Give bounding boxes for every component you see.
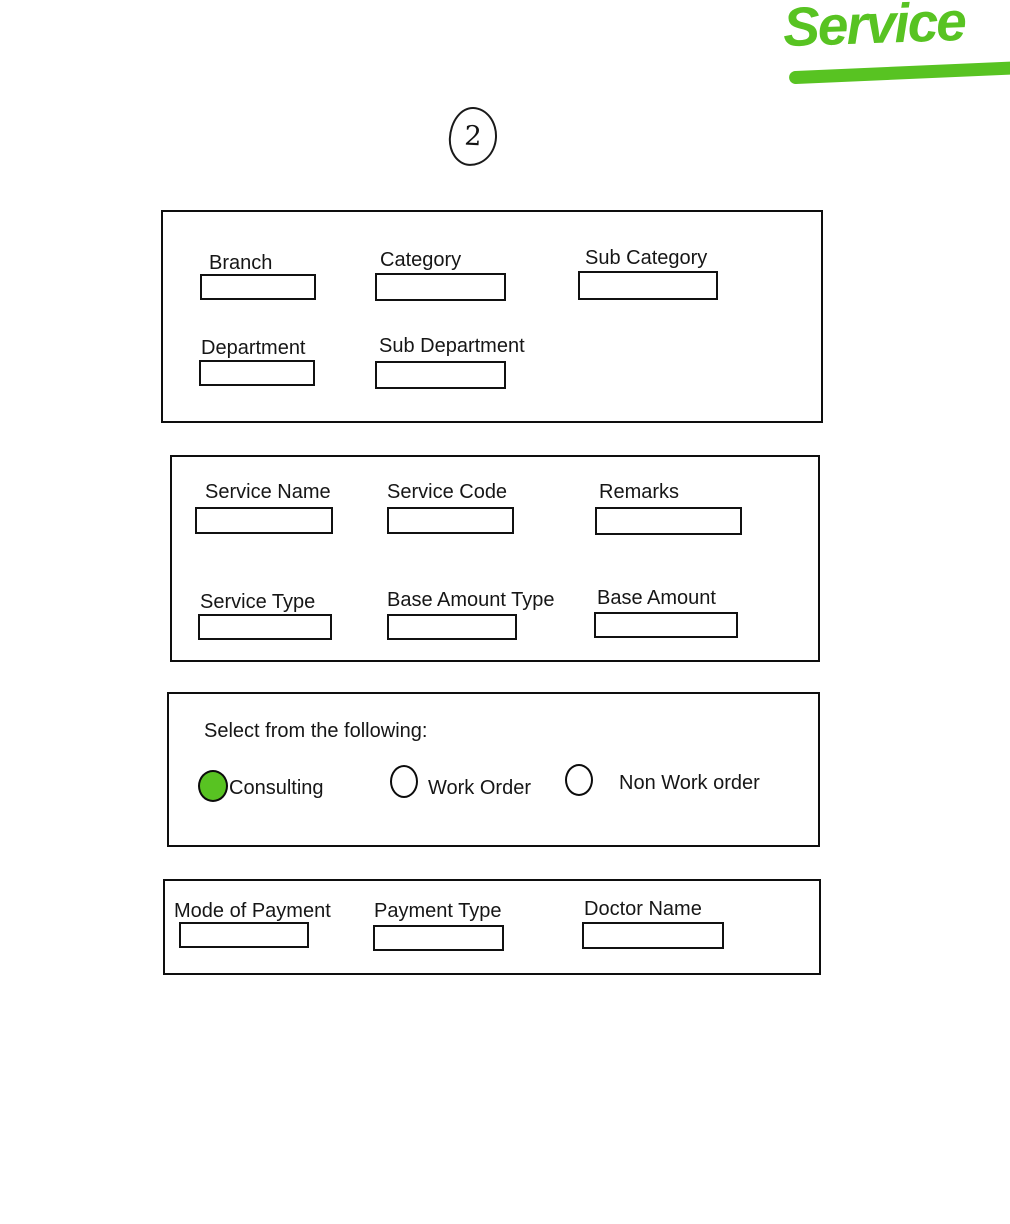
sub-category-input[interactable] [578, 271, 718, 300]
branch-input[interactable] [200, 274, 316, 300]
service-name-label: Service Name [205, 481, 331, 503]
sub-department-label: Sub Department [379, 335, 525, 357]
service-code-input[interactable] [387, 507, 514, 534]
base-amount-label: Base Amount [597, 587, 716, 609]
sub-category-label: Sub Category [585, 247, 708, 269]
page-number-badge: 2 [447, 105, 499, 168]
section-service-kind: Select from the following: Consulting Wo… [167, 692, 820, 847]
sub-department-input[interactable] [375, 361, 506, 389]
service-name-input[interactable] [195, 507, 333, 534]
department-label: Department [201, 337, 306, 359]
service-type-input[interactable] [198, 614, 332, 640]
radio-non-work-order-label: Non Work order [619, 772, 760, 794]
remarks-label: Remarks [599, 481, 680, 503]
radio-work-order[interactable] [390, 765, 418, 798]
branch-label: Branch [209, 252, 273, 274]
doctor-name-input[interactable] [582, 922, 724, 949]
base-amount-type-input[interactable] [387, 614, 517, 640]
section-service-details: Service Name Service Code Remarks Servic… [170, 455, 820, 662]
radio-consulting[interactable] [198, 770, 228, 802]
mode-of-payment-input[interactable] [179, 922, 309, 948]
page-number: 2 [463, 120, 483, 153]
base-amount-type-label: Base Amount Type [387, 589, 555, 611]
base-amount-input[interactable] [594, 612, 738, 638]
radio-work-order-label: Work Order [428, 777, 531, 799]
payment-type-label: Payment Type [374, 900, 502, 922]
section-payment: Mode of Payment Payment Type Doctor Name [163, 879, 821, 975]
radio-non-work-order[interactable] [565, 764, 593, 796]
select-prompt: Select from the following: [204, 720, 428, 742]
payment-type-input[interactable] [373, 925, 504, 951]
category-input[interactable] [375, 273, 506, 301]
mode-of-payment-label: Mode of Payment [174, 900, 331, 922]
remarks-input[interactable] [595, 507, 742, 535]
service-title-underline [788, 60, 1010, 85]
handwritten-service-title: Service [781, 0, 966, 59]
section-classification: Branch Category Sub Category Department … [161, 210, 823, 423]
service-code-label: Service Code [387, 481, 508, 503]
category-label: Category [380, 249, 462, 271]
department-input[interactable] [199, 360, 315, 386]
service-type-label: Service Type [200, 591, 316, 613]
doctor-name-label: Doctor Name [584, 898, 702, 920]
radio-consulting-label: Consulting [229, 777, 324, 799]
